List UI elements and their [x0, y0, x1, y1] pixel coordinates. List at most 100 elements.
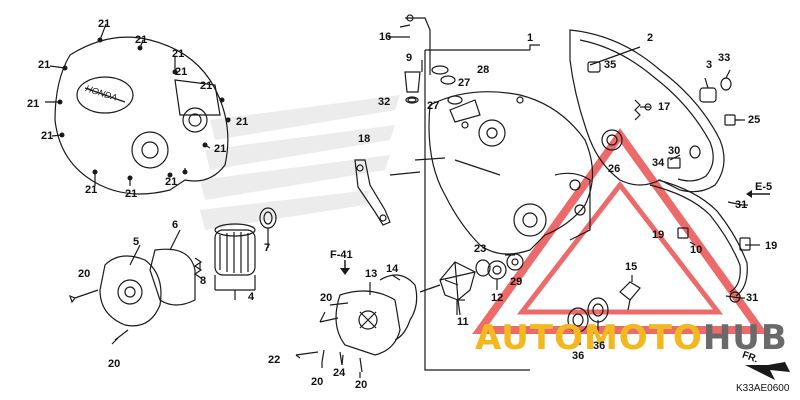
- part-number-p25[interactable]: 25: [748, 114, 761, 126]
- bolt-25: [724, 114, 736, 126]
- part-number-p20c[interactable]: 20: [320, 292, 333, 304]
- bearing-29: [506, 253, 524, 271]
- dowel-pin-35: [587, 61, 601, 73]
- part-number-p9[interactable]: 9: [406, 52, 413, 64]
- part-number-p29[interactable]: 29: [510, 276, 523, 288]
- part-number-p8[interactable]: 8: [200, 275, 207, 287]
- part-number-p21i[interactable]: 21: [165, 176, 178, 188]
- part-number-p31b[interactable]: 31: [746, 292, 759, 304]
- seal-23: [475, 259, 491, 277]
- filler-cap-9: [404, 71, 421, 93]
- part-number-p21g[interactable]: 21: [85, 184, 98, 196]
- bolt-22: [295, 351, 319, 356]
- right-crankcase-cover: [428, 91, 594, 255]
- ref-f41[interactable]: F-41: [330, 249, 353, 261]
- part-number-p21h[interactable]: 21: [125, 188, 138, 200]
- seal-12: [487, 260, 507, 280]
- part-number-p35[interactable]: 35: [604, 59, 617, 71]
- part-number-p30[interactable]: 30: [668, 145, 681, 157]
- filter-cover-5: [99, 255, 162, 327]
- plunger-17: [634, 99, 641, 121]
- part-number-p21f[interactable]: 21: [41, 130, 54, 142]
- oil-seal-36-left: [567, 307, 589, 333]
- part-number-p20e[interactable]: 20: [355, 379, 368, 391]
- watermark-text-a: AUTOMOTO: [475, 318, 703, 358]
- oil-filter-4: [214, 229, 256, 276]
- clutch-cover-inspection-cap: [182, 107, 208, 133]
- bolt-20-pump-c: [359, 357, 363, 373]
- bolt-31-upper: [727, 201, 743, 206]
- part-number-p32[interactable]: 32: [378, 96, 391, 108]
- part-number-p26[interactable]: 26: [608, 163, 621, 175]
- part-number-p3[interactable]: 3: [706, 59, 713, 71]
- clutch-cover-emblem: [76, 76, 134, 114]
- part-number-p27a[interactable]: 27: [458, 77, 471, 89]
- bolt-31-lower: [725, 295, 741, 299]
- washer-28: [431, 65, 449, 75]
- part-number-p24[interactable]: 24: [333, 367, 346, 379]
- ref-e5[interactable]: E-5: [755, 181, 773, 193]
- part-number-p11[interactable]: 11: [457, 316, 469, 328]
- part-number-p22[interactable]: 22: [268, 354, 281, 366]
- o-ring-27b: [447, 95, 463, 105]
- part-number-p14[interactable]: 14: [386, 263, 399, 275]
- part-number-p19b[interactable]: 19: [765, 240, 778, 252]
- part-number-p17[interactable]: 17: [658, 101, 671, 113]
- part-number-p21m[interactable]: 21: [200, 80, 213, 92]
- part-number-p12[interactable]: 12: [491, 292, 504, 304]
- clutch-cover-outline: [54, 36, 229, 195]
- line-art: [45, 14, 760, 378]
- part-number-p1[interactable]: 1: [527, 32, 534, 44]
- front-direction-arrow: [745, 362, 790, 380]
- part-number-p13[interactable]: 13: [365, 268, 378, 280]
- part-number-p31a[interactable]: 31: [735, 199, 748, 211]
- e5-arrow: [746, 190, 770, 198]
- part-number-p21d[interactable]: 21: [38, 59, 51, 71]
- part-number-p23[interactable]: 23: [474, 243, 487, 255]
- part-number-p15[interactable]: 15: [625, 261, 638, 273]
- assembly-bracket: [424, 49, 530, 371]
- pump-cover-13: [335, 290, 401, 356]
- part-number-p21j[interactable]: 21: [214, 143, 227, 155]
- part-number-p34[interactable]: 34: [652, 157, 665, 169]
- cover-bolt-points: [57, 37, 231, 181]
- part-number-p36a[interactable]: 36: [572, 350, 585, 362]
- dowel-pin-3: [699, 87, 717, 103]
- oil-seal-26: [601, 129, 623, 151]
- part-number-p20a[interactable]: 20: [78, 268, 91, 280]
- part-number-p2[interactable]: 2: [647, 32, 654, 44]
- o-ring-14: [379, 274, 418, 341]
- part-number-p27b[interactable]: 27: [427, 100, 440, 112]
- part-number-p21c[interactable]: 21: [172, 48, 185, 60]
- part-number-p20d[interactable]: 20: [311, 376, 324, 388]
- part-number-p28[interactable]: 28: [477, 64, 490, 76]
- part-number-p21b[interactable]: 21: [135, 34, 148, 46]
- part-number-p18[interactable]: 18: [358, 133, 371, 145]
- part-number-p16[interactable]: 16: [379, 31, 392, 43]
- clip-19-right: [739, 237, 751, 251]
- o-ring-33: [720, 77, 732, 91]
- part-number-p21a[interactable]: 21: [98, 18, 111, 30]
- clip-19-left: [677, 227, 689, 239]
- part-number-p4[interactable]: 4: [248, 291, 255, 303]
- part-number-p20b[interactable]: 20: [108, 358, 121, 370]
- part-number-p10[interactable]: 10: [690, 244, 703, 256]
- part-number-p19a[interactable]: 19: [652, 229, 665, 241]
- cover-gasket: [569, 29, 725, 193]
- bolt-20-pump-b: [321, 349, 325, 363]
- bolt-20-left-bottom: [111, 329, 129, 345]
- part-number-p21k[interactable]: 21: [236, 116, 249, 128]
- part-number-p7[interactable]: 7: [264, 242, 271, 254]
- watermark-logo: AUTOMOTOHUB: [475, 318, 788, 358]
- part-number-p33[interactable]: 33: [718, 52, 731, 64]
- filter-gasket-6: [149, 248, 196, 306]
- part-number-p21l[interactable]: 21: [175, 66, 188, 78]
- part-number-p36b[interactable]: 36: [593, 340, 606, 352]
- bolt-20-pump-a: [319, 317, 339, 323]
- water-pipe-10: [649, 184, 741, 293]
- part-number-p6[interactable]: 6: [172, 219, 179, 231]
- part-number-p5[interactable]: 5: [133, 236, 140, 248]
- part-number-p21e[interactable]: 21: [27, 98, 40, 110]
